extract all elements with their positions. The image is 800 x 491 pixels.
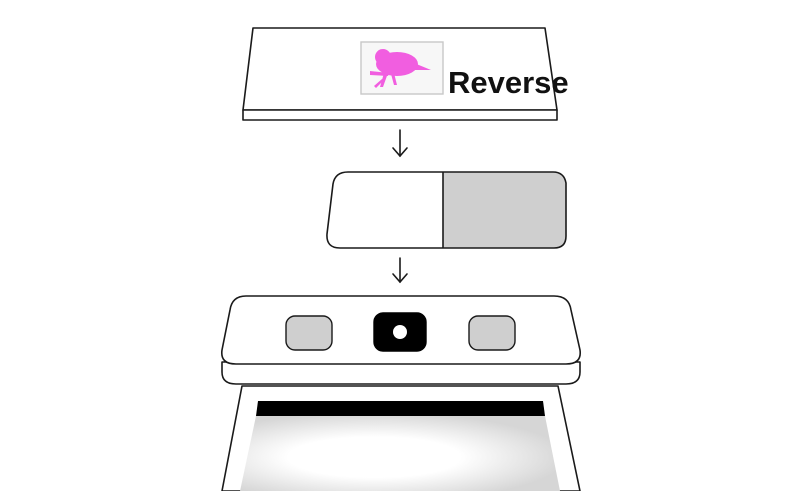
display-screen [221, 385, 581, 491]
center-button-indicator-icon [393, 325, 407, 339]
toggle-switch[interactable] [326, 171, 567, 249]
control-panel [220, 295, 582, 385]
menu-bar-card-edge [242, 109, 558, 121]
toggle-segment-on[interactable] [443, 172, 566, 248]
right-button[interactable] [468, 315, 516, 351]
magenta-bird-thumbnail-icon [370, 49, 431, 88]
arrow-down-icon [392, 257, 408, 284]
reverse-label: Reverse [448, 65, 569, 100]
display-top-band [256, 401, 545, 416]
toggle-outline [326, 171, 567, 249]
toggle-segment-off[interactable] [326, 172, 443, 248]
menu-bar-card: Reverse [242, 27, 569, 121]
left-button[interactable] [285, 315, 333, 351]
display-glass [240, 416, 560, 491]
arrow-down-icon [392, 129, 408, 158]
control-panel-edge [221, 361, 581, 385]
